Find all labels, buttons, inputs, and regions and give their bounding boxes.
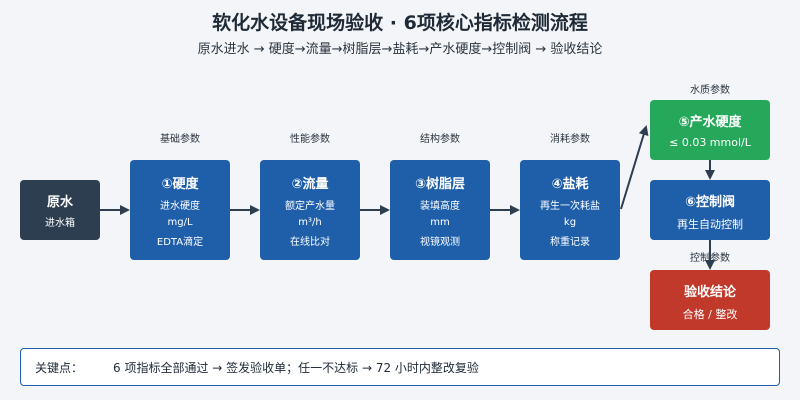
node-resin: ③树脂层 装填高度 mm 视镜观测 bbox=[390, 160, 490, 260]
node-hardness-title: ①硬度 bbox=[161, 177, 199, 192]
node-salt: ④盐耗 再生一次耗盐 kg 称重记录 bbox=[520, 160, 620, 260]
node-product-hardness: ⑤产水硬度 ≤ 0.03 mmol/L bbox=[650, 100, 770, 160]
node-flow-line: 在线比对 bbox=[290, 237, 330, 248]
node-product-hardness-title: ⑤产水硬度 bbox=[678, 115, 742, 130]
node-salt-line: 称重记录 bbox=[550, 237, 590, 248]
node-hardness-line: EDTA滴定 bbox=[156, 237, 204, 248]
node-result-line: 合格 / 整改 bbox=[682, 308, 738, 321]
node-flow: ②流量 额定产水量 m³/h 在线比对 bbox=[260, 160, 360, 260]
arrow-salt-product bbox=[620, 125, 649, 210]
node-control-valve-line: 再生自动控制 bbox=[677, 218, 743, 231]
node-control-valve: ⑥控制阀 再生自动控制 bbox=[650, 180, 770, 240]
node-flow-line: m³/h bbox=[298, 217, 322, 228]
category-basic: 基础参数 bbox=[160, 134, 200, 145]
node-resin-line: 装填高度 bbox=[420, 201, 460, 212]
node-resin-title: ③树脂层 bbox=[414, 177, 465, 192]
key-point-note: 关键点： 6 项指标全部通过 → 签发验收单；任一不达标 → 72 小时内整改复… bbox=[20, 348, 780, 386]
node-resin-line: mm bbox=[430, 217, 450, 228]
node-flow-title: ②流量 bbox=[291, 177, 329, 192]
category-consumption: 消耗参数 bbox=[550, 134, 590, 145]
node-raw-water-line: 进水箱 bbox=[45, 218, 75, 229]
node-salt-line: 再生一次耗盐 bbox=[540, 201, 600, 212]
node-product-hardness-line: ≤ 0.03 mmol/L bbox=[669, 136, 751, 149]
node-control-valve-title: ⑥控制阀 bbox=[684, 195, 735, 210]
category-water-quality: 水质参数 bbox=[690, 85, 730, 96]
node-salt-title: ④盐耗 bbox=[551, 177, 589, 192]
node-resin-line: 视镜观测 bbox=[420, 237, 460, 248]
node-hardness-line: 进水硬度 bbox=[160, 201, 200, 212]
node-result: 验收结论 合格 / 整改 bbox=[650, 270, 770, 330]
category-performance: 性能参数 bbox=[290, 134, 330, 145]
key-point-text: 6 项指标全部通过 → 签发验收单；任一不达标 → 72 小时内整改复验 bbox=[113, 360, 479, 375]
page-title: 软化水设备现场验收 · 6项核心指标检测流程 bbox=[212, 12, 588, 34]
node-hardness: ①硬度 进水硬度 mg/L EDTA滴定 bbox=[130, 160, 230, 260]
key-point-label: 关键点： bbox=[35, 360, 84, 375]
node-raw-water: 原水 进水箱 bbox=[20, 180, 100, 240]
node-result-title: 验收结论 bbox=[683, 285, 736, 300]
category-structure: 结构参数 bbox=[420, 134, 460, 145]
page-subtitle: 原水进水 → 硬度→流量→树脂层→盐耗→产水硬度→控制阀 → 验收结论 bbox=[197, 42, 603, 57]
node-hardness-line: mg/L bbox=[167, 217, 193, 228]
node-flow-line: 额定产水量 bbox=[285, 201, 335, 212]
node-raw-water-title: 原水 bbox=[46, 195, 73, 210]
node-salt-line: kg bbox=[563, 217, 577, 228]
